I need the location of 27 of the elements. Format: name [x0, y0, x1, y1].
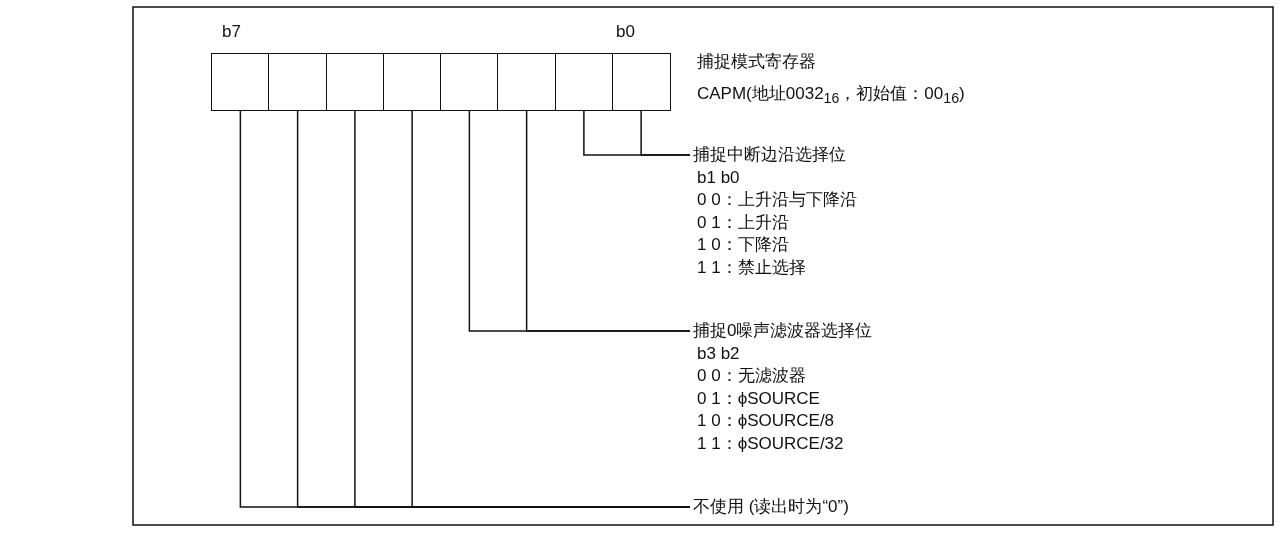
- setting-row-text: 1 1：禁止选择: [696, 256, 807, 279]
- leader-line: [468, 110, 691, 332]
- bit-header: b3 b2: [696, 342, 741, 365]
- bit-cell: [211, 53, 270, 111]
- setting-row-text: 1 0：下降沿: [696, 234, 790, 256]
- field-description: 不使用 (读出时为“0”): [693, 496, 849, 518]
- bit-cell: [382, 53, 442, 111]
- setting-row-text: 1 0：ϕSOURCE/8: [696, 410, 836, 432]
- bit-cell: [268, 53, 327, 111]
- field-description: 捕捉0噪声滤波器选择位: [693, 320, 873, 342]
- setting-row-text: 1 1：ϕSOURCE/32: [696, 432, 845, 455]
- register-address: CAPM(地址0032$_{16}$，初始值：00$_{16}$): [697, 84, 965, 109]
- setting-row-text: 0 1：上升沿: [696, 211, 790, 234]
- bit-label: b0: [616, 22, 635, 42]
- bit-cell: [325, 53, 385, 111]
- setting-row-text: 0 0：上升沿与下降沿: [696, 189, 857, 211]
- bit-cell: [440, 53, 499, 111]
- setting-row-text: 0 0：无滤波器: [696, 365, 807, 387]
- bit-cell: [554, 53, 614, 111]
- register-name: 捕捉模式寄存器: [697, 52, 816, 72]
- field-description: 捕捉中断边沿选择位: [693, 144, 847, 166]
- bit-cell: [497, 53, 556, 111]
- bit-cell: [611, 53, 671, 111]
- bit-label: b7: [222, 22, 241, 42]
- setting-row-text: 0 1：ϕSOURCE: [696, 387, 821, 410]
- leader-line: [583, 110, 691, 156]
- bit-header: b1 b0: [696, 166, 741, 189]
